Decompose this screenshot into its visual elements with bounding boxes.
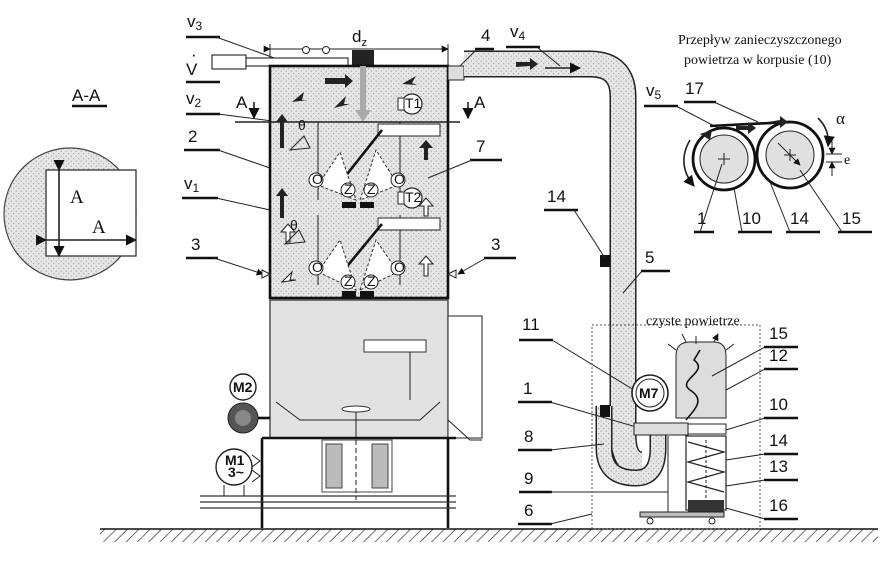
svg-text:O: O [394,171,405,187]
inset-part-14-label: 14 [790,209,809,228]
part-15-label: 15 [769,324,788,343]
part-6-label: 6 [524,501,533,520]
hopper [200,299,483,528]
inset-title-line1: Przepływ zanieczyszczonego [678,33,842,48]
flow-arrows: θ θ [276,74,435,283]
section-dim-a-vertical: A [70,187,84,208]
duct-labels: 4 v4 3 7 14 5 11 1 8 9 6 [427,22,670,526]
part-4-label: 4 [481,26,490,45]
inset-part-1-label: 1 [697,209,706,228]
part-7-label: 7 [476,137,485,156]
clean-air-label: czyste powietrze [646,314,740,329]
inset-part-15-label: 15 [842,209,861,228]
svg-text:θ: θ [298,117,306,133]
e-symbol: e [844,153,850,168]
part-12-label: 12 [769,346,788,365]
svg-text:Z: Z [344,273,353,289]
part-11-label: 11 [522,315,540,334]
svg-text:T1: T1 [405,95,422,111]
v5-label: v5 [646,81,662,102]
part-3-right-label: 3 [491,235,500,254]
part-3-left-label: 3 [191,235,200,254]
upper-flaps: O Z Z O [308,148,406,208]
part-9-label: 9 [524,469,533,488]
svg-text:Z: Z [344,181,353,197]
part-8-label: 8 [524,427,533,446]
v1-label: v1 [184,174,200,195]
svg-text:O: O [312,171,323,187]
motor-m2-label: M2 [233,379,253,395]
motors: M2 M1 3~ [215,373,270,496]
separator-tower: dz A A T1 T2 [211,27,486,317]
v2-label: v2 [186,89,202,110]
part-1-label: 1 [523,379,532,398]
lower-flaps: O Z Z O [308,238,406,297]
motor-m1-label: M1 [225,452,245,468]
alpha-symbol: α [836,109,845,128]
v3-label: v3 [187,12,203,33]
part-5-label: 5 [645,248,654,267]
svg-text:·: · [191,45,197,64]
svg-text:O: O [312,259,323,275]
cleaning-labels: 15 12 10 14 13 16 [711,324,798,521]
svg-text:Z: Z [367,181,376,197]
inset-title-line2: powietrza w korpusie (10) [684,53,832,68]
section-dim-a-horizontal: A [92,217,106,238]
part-2-label: 2 [188,127,197,146]
ground [100,528,878,542]
svg-text:3~: 3~ [228,464,244,480]
section-a-a: A-A A A [3,86,138,281]
svg-text:Z: Z [367,273,376,289]
inset-part-17-label: 17 [685,79,704,98]
part-13-label: 13 [769,457,788,476]
part-10-label: 10 [769,395,788,414]
svg-text:A: A [474,93,486,112]
svg-text:O: O [394,259,405,275]
vdot-label: V [186,60,198,79]
svg-text:A: A [236,93,248,112]
svg-text:θ: θ [290,217,298,233]
svg-text:T2: T2 [405,189,422,205]
motor-m7-label: M7 [639,385,659,401]
inset-flow: Przepływ zanieczyszczonego powietrza w k… [644,33,872,234]
v4-label: v4 [510,22,526,43]
cleaning-unit: czyste powietrze M7 [591,314,761,530]
part-14-label: 14 [547,187,566,206]
inset-part-10-label: 10 [742,209,761,228]
duct [447,50,667,487]
section-title: A-A [72,86,101,105]
part-14b-label: 14 [769,431,788,450]
part-16-label: 16 [769,496,788,515]
dz-label: dz [352,27,367,49]
